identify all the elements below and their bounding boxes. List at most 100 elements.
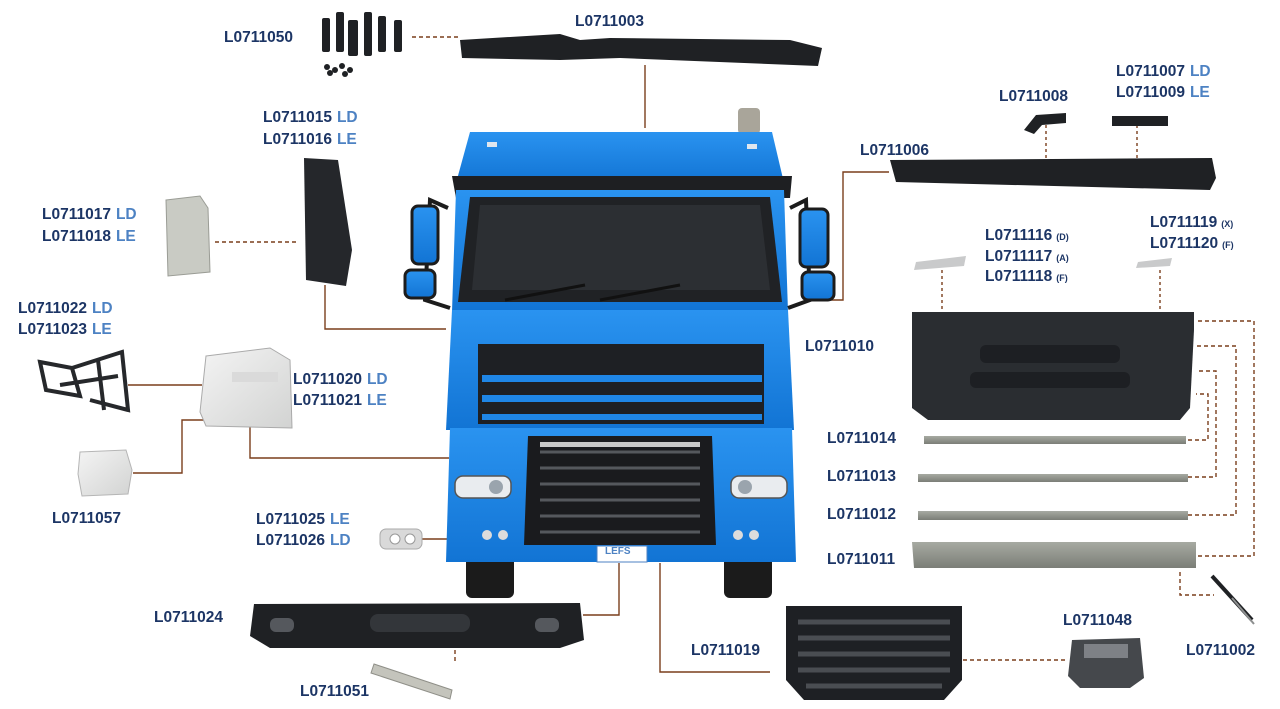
grille-bar-1 bbox=[482, 375, 762, 382]
label-0711010: L0711010 bbox=[805, 338, 874, 355]
left-wheel bbox=[466, 556, 514, 598]
label-0711118: L0711118(F) bbox=[985, 268, 1068, 285]
part-0711011-plate bbox=[912, 542, 1196, 568]
part-0711017-cover bbox=[165, 195, 211, 277]
leader-0711015 bbox=[324, 285, 446, 330]
leader-0711011 bbox=[1196, 320, 1255, 557]
label-0711024: L0711024 bbox=[154, 609, 223, 626]
part-0711013-strip bbox=[918, 474, 1188, 482]
lower-grille-slats bbox=[540, 450, 700, 534]
part-0711006-bar bbox=[890, 158, 1216, 190]
leader-0711002 bbox=[1179, 572, 1214, 596]
headlight-left-lens bbox=[489, 480, 503, 494]
truck-front bbox=[403, 108, 836, 598]
label-0711008: L0711008 bbox=[999, 88, 1068, 105]
right-wheel bbox=[724, 556, 772, 598]
part-0711012-strip bbox=[918, 511, 1188, 520]
part-0711020-corner-white bbox=[199, 347, 293, 429]
label-0711011: L0711011 bbox=[827, 551, 896, 568]
leader-0711019 bbox=[659, 563, 770, 673]
part-0711057-cap bbox=[77, 449, 133, 497]
fog-light-right-1 bbox=[733, 530, 743, 540]
cab-roof bbox=[456, 132, 784, 183]
label-0711012: L0711012 bbox=[827, 506, 896, 523]
windshield-glass bbox=[472, 205, 770, 290]
mirror-left bbox=[410, 204, 440, 266]
label-0711002: L0711002 bbox=[1186, 642, 1255, 659]
part-0711019-slats bbox=[798, 619, 950, 689]
fog-light-right-2 bbox=[749, 530, 759, 540]
headlight-right-lens bbox=[738, 480, 752, 494]
grille-bar-2 bbox=[482, 395, 762, 402]
part-0711025-fog-surround bbox=[379, 528, 423, 550]
part-0711050-brackets bbox=[322, 12, 402, 77]
leader-0711014 bbox=[1188, 393, 1209, 441]
brand-badge: LEFS bbox=[605, 546, 631, 557]
part-0711010-slot-top bbox=[980, 345, 1120, 363]
label-0711014: L0711014 bbox=[827, 430, 896, 447]
label-0711006: L0711006 bbox=[860, 142, 929, 159]
fog-light-left-1 bbox=[482, 530, 492, 540]
lower-grille bbox=[524, 436, 716, 545]
wiper-right bbox=[599, 283, 681, 302]
part-0711024-light-left bbox=[270, 618, 294, 632]
mirror-right bbox=[798, 207, 830, 269]
leader-0711012 bbox=[1188, 345, 1237, 516]
part-0711116-emblem bbox=[914, 256, 966, 270]
label-0711050: L0711050 bbox=[224, 29, 293, 46]
label-0711051: L0711051 bbox=[300, 683, 369, 700]
grille-bar-3 bbox=[482, 414, 762, 420]
part-0711048-bracket bbox=[1068, 638, 1144, 688]
label-0711120: L0711120(F) bbox=[1150, 235, 1234, 252]
label-0711003: L0711003 bbox=[575, 13, 644, 30]
mirror-left-small bbox=[403, 268, 437, 300]
upper-grille bbox=[478, 344, 764, 424]
part-0711024-center-slot bbox=[370, 614, 470, 632]
plate-badge bbox=[596, 545, 648, 563]
roof-lamp-right bbox=[747, 144, 757, 149]
fog-light-left-2 bbox=[498, 530, 508, 540]
label-0711048: L0711048 bbox=[1063, 612, 1132, 629]
label-0711116: L0711116(D) bbox=[985, 227, 1069, 244]
label-0711013: L0711013 bbox=[827, 468, 896, 485]
label-0711019: L0711019 bbox=[691, 642, 760, 659]
part-0711119-emblem bbox=[1136, 258, 1172, 268]
part-0711008-handle bbox=[1024, 113, 1066, 134]
part-0711007-handle bbox=[1112, 116, 1168, 126]
roof-lamp-left bbox=[487, 142, 497, 147]
part-0711014-strip bbox=[924, 436, 1186, 444]
label-0711119: L0711119(X) bbox=[1150, 214, 1234, 231]
leader-0711013 bbox=[1188, 370, 1217, 478]
label-0711117: L0711117(A) bbox=[985, 248, 1069, 265]
part-0711003-sunvisor bbox=[460, 34, 822, 66]
leader-0711024 bbox=[583, 563, 620, 616]
part-0711020-slot bbox=[232, 372, 278, 382]
leader-0711057 bbox=[133, 419, 240, 474]
part-0711010-slot-mid bbox=[970, 372, 1130, 388]
label-0711057: L0711057 bbox=[52, 510, 121, 527]
lower-grille-trim bbox=[540, 442, 700, 447]
exhaust-stack bbox=[738, 108, 760, 134]
part-0711010-grille bbox=[912, 312, 1194, 420]
wiper-left bbox=[504, 283, 586, 302]
mirror-right-small bbox=[800, 270, 836, 302]
part-0711015-corner-panel bbox=[304, 158, 352, 286]
part-0711022-frame bbox=[37, 349, 131, 413]
part-0711024-light-right bbox=[535, 618, 559, 632]
part-0711051-strip bbox=[370, 663, 453, 700]
leader-0711020 bbox=[249, 421, 449, 459]
